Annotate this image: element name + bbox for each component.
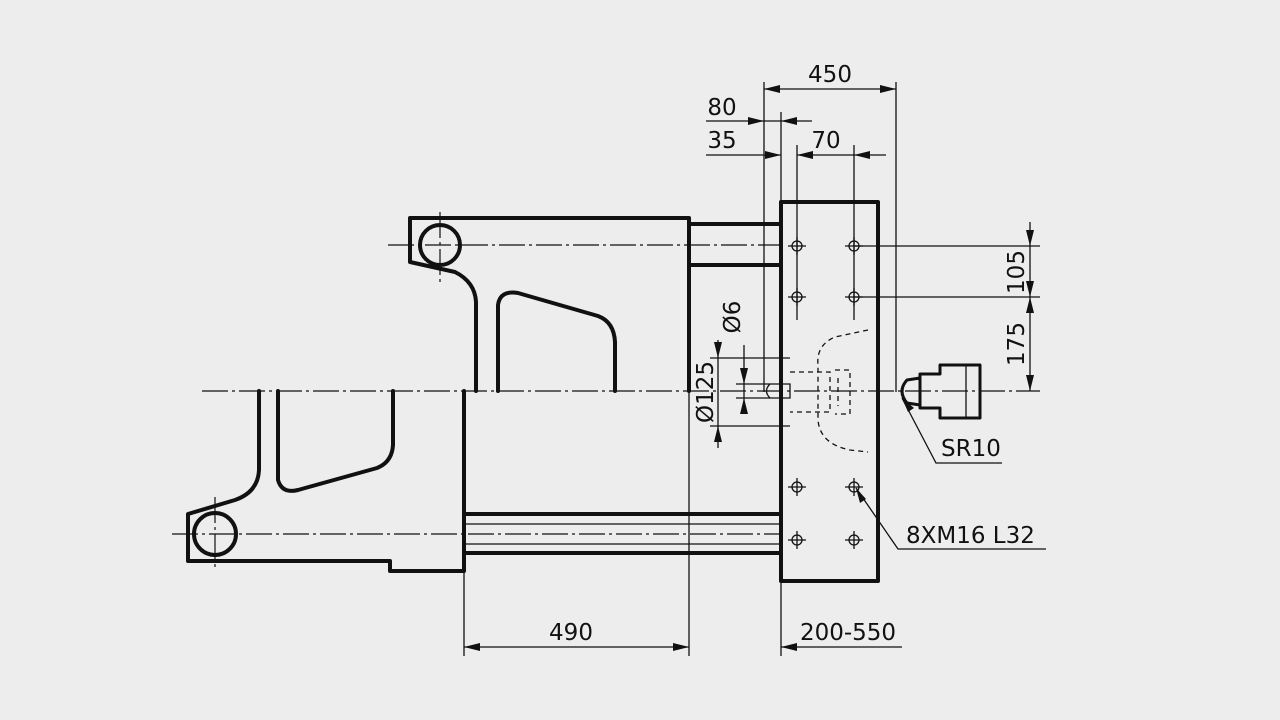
arrow <box>1026 375 1034 391</box>
label-dia125: Ø125 <box>693 361 719 423</box>
label-200-550: 200-550 <box>800 620 896 646</box>
label-dia6: Ø6 <box>720 301 746 334</box>
dimension-labels: 450 80 35 70 105 175 Ø6 Ø125 SR10 8XM16 … <box>549 62 1035 646</box>
arrow <box>714 342 722 358</box>
arrow <box>1026 297 1034 313</box>
lower-slot <box>276 389 395 493</box>
bolt-hole <box>788 531 806 549</box>
nozzle-body <box>918 363 982 420</box>
arrow <box>464 643 480 651</box>
arrow <box>714 426 722 442</box>
label-35: 35 <box>707 128 736 154</box>
label-70: 70 <box>811 128 840 154</box>
arrow <box>673 643 689 651</box>
bolt-hole <box>845 531 863 549</box>
upper-tie-bar <box>687 222 783 267</box>
arrow <box>902 398 914 412</box>
upper-slot <box>496 290 617 393</box>
platen-outline <box>779 200 880 583</box>
arrow <box>797 151 813 159</box>
lower-tie-bar <box>462 512 783 555</box>
arrow <box>764 85 780 93</box>
label-105: 105 <box>1004 250 1030 294</box>
arrow <box>854 151 870 159</box>
arrow <box>740 368 748 384</box>
toggle-frame <box>186 216 783 573</box>
arrow <box>748 117 764 125</box>
lower-toggle-body <box>186 389 466 573</box>
bolt-holes <box>788 237 863 549</box>
arrow <box>856 488 866 503</box>
arrow <box>1026 281 1034 297</box>
bolt-hole <box>788 478 806 496</box>
arrow <box>1026 230 1034 246</box>
arrow <box>740 398 748 414</box>
upper-toggle-arm <box>408 216 691 393</box>
bolt-hole <box>845 478 863 496</box>
upper-pivot-circle <box>418 223 462 267</box>
leader-bolt-holes <box>855 487 1046 550</box>
label-175: 175 <box>1004 322 1030 366</box>
arrow <box>880 85 896 93</box>
leader-sr10 <box>901 397 1002 464</box>
ejector-hidden-detail <box>790 369 851 415</box>
arrow <box>781 643 797 651</box>
label-450: 450 <box>808 62 852 88</box>
label-bolt-holes: 8XM16 L32 <box>906 523 1035 549</box>
label-80: 80 <box>707 95 736 121</box>
locating-pin <box>765 383 791 399</box>
label-490: 490 <box>549 620 593 646</box>
dimension-lines <box>463 82 1046 656</box>
moving-platen <box>765 200 880 583</box>
lower-pivot-circle <box>192 511 238 557</box>
arrow <box>765 151 781 159</box>
center-lines <box>172 212 1040 570</box>
label-sr10: SR10 <box>941 436 1001 462</box>
arrow <box>781 117 797 125</box>
